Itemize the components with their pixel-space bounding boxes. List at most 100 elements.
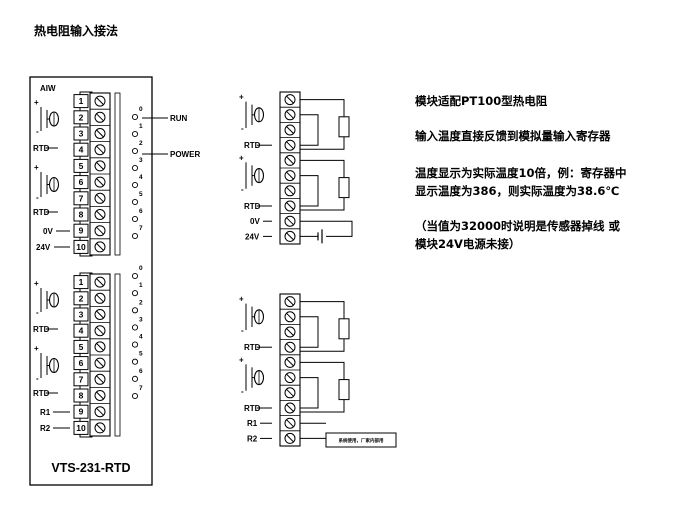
screw-slot <box>286 126 294 134</box>
diag1-sensor-a-plus-label: + <box>239 93 244 102</box>
lower-number-box <box>73 291 89 306</box>
screw-slot <box>96 210 104 219</box>
screw-slot <box>286 358 294 367</box>
lower-led-label: 0 <box>139 265 143 272</box>
upper-sensor-a-plus-label: + <box>34 98 39 107</box>
lower-sensor-a-minus-label: - <box>36 308 39 317</box>
screw-slot <box>286 141 294 150</box>
screw-slot <box>96 243 104 251</box>
upper-terminal-8: 8 <box>79 210 84 220</box>
screw-slot <box>286 434 294 443</box>
screw-slot <box>96 343 104 351</box>
screw-slot <box>286 202 294 210</box>
screw-slot <box>96 226 104 235</box>
lower-terminal-6: 6 <box>79 358 84 368</box>
diag1-sensor-b-minus-label: - <box>241 185 244 194</box>
upper-terminal-5: 5 <box>79 161 84 171</box>
upper-terminal-4: 4 <box>79 145 84 155</box>
upper-rtd-b-rtd-label: RTD <box>33 208 50 217</box>
run-label: RUN <box>170 114 188 123</box>
upper-number-box <box>73 142 89 157</box>
upper-led-label: 4 <box>139 174 143 181</box>
screw-slot <box>96 162 104 170</box>
upper-connector-rail <box>114 92 121 256</box>
lower-led-icon <box>131 341 139 348</box>
lower-sensor-b-minus-label: - <box>36 374 39 383</box>
diag1-resistor-b-icon <box>338 177 350 199</box>
diag2-resistor-b-icon <box>338 379 350 401</box>
diag2-rtd-a-rtd-label: RTD <box>244 343 261 352</box>
upper-number-box <box>73 94 89 109</box>
note-fault-line2: 模块24V电源未接） <box>415 237 521 251</box>
lower-number-box <box>73 388 89 403</box>
upper-led-label: 3 <box>139 157 143 164</box>
diag1-sensor-a-minus-label: - <box>241 124 244 133</box>
upper-v24-label: 24V <box>36 243 51 252</box>
screw-slot <box>96 294 104 303</box>
brand-label: AIW <box>40 84 56 93</box>
upper-number-box <box>73 126 89 141</box>
diag1-zero_v-label: 0V <box>250 217 260 226</box>
lower-terminal-9: 9 <box>79 407 84 417</box>
screw-slot <box>286 110 294 119</box>
upper-terminal-9: 9 <box>79 226 84 236</box>
upper-led-icon <box>131 232 139 240</box>
diag2-rtd-b-rtd-label: RTD <box>244 404 261 413</box>
upper-sensor-b-plus-label: + <box>34 163 39 172</box>
lower-led-label: 6 <box>139 368 143 375</box>
screw-slot <box>96 97 104 105</box>
upper-terminal-10: 10 <box>76 242 86 252</box>
note-fault-line1: （当值为32000时说明是传感器掉线 或 <box>415 219 621 233</box>
screw-slot <box>286 419 294 428</box>
upper-number-box <box>73 110 89 125</box>
page-title: 热电阻输入接法 <box>34 24 119 38</box>
upper-zero_v-label: 0V <box>43 227 53 236</box>
upper-led-icon <box>131 164 139 172</box>
screw-slot <box>286 388 294 397</box>
diag1-wire-a-bottom <box>300 136 345 150</box>
diag2-wire-b-bottom <box>300 399 345 413</box>
lower-number-box <box>73 275 89 290</box>
diag1-resistor-a-icon <box>338 116 350 138</box>
screw-slot <box>96 310 104 319</box>
upper-terminal-2: 2 <box>79 112 84 122</box>
lower-terminal-5: 5 <box>79 342 84 352</box>
lower-terminal-1: 1 <box>79 277 84 287</box>
diag1-sensor-b-plus-label: + <box>239 153 244 162</box>
power-label: POWER <box>170 150 200 159</box>
diag1-wire-b-bottom <box>300 197 345 211</box>
lower-number-box <box>73 307 89 322</box>
module-vts-231-rtd: AIW VTS-231-RTD RUN POWER 1 2 3 4 5 6 7 8 9 10 + - +… <box>29 76 200 486</box>
screw-slot <box>96 359 104 367</box>
screw-slot <box>286 186 294 195</box>
lower-number-box <box>73 404 89 419</box>
upper-led-icon <box>131 113 139 121</box>
lower-terminal-8: 8 <box>79 391 84 401</box>
screw-slot <box>286 297 294 306</box>
diag1-wire-b-top <box>300 159 345 178</box>
lower-rtd-b-rtd-label: RTD <box>33 389 50 398</box>
screw-slot <box>96 326 104 335</box>
lower-led-label: 2 <box>139 299 143 306</box>
upper-rtd-a-rtd-label: RTD <box>33 144 50 153</box>
diag2-r2-label: R2 <box>247 434 258 443</box>
diag1-wire-a-link <box>300 114 319 146</box>
screw-slot <box>96 407 104 416</box>
model-label: VTS-231-RTD <box>51 461 130 475</box>
upper-led-label: 7 <box>139 225 143 232</box>
lower-led-icon <box>131 392 139 400</box>
lower-led-icon <box>131 307 139 314</box>
upper-led-icon <box>131 130 139 138</box>
screw-slot <box>286 232 294 241</box>
upper-led-icon <box>131 181 139 189</box>
upper-number-box <box>73 158 89 173</box>
screw-slot <box>286 171 294 180</box>
diag1-wire-a-top <box>300 99 345 117</box>
diag2-wire-a-top <box>300 301 345 319</box>
upper-number-box <box>73 207 89 222</box>
diag2-wire-b-link <box>300 377 319 409</box>
diag1-power-wire <box>300 220 353 237</box>
diag1-v24-label: 24V <box>245 232 260 241</box>
